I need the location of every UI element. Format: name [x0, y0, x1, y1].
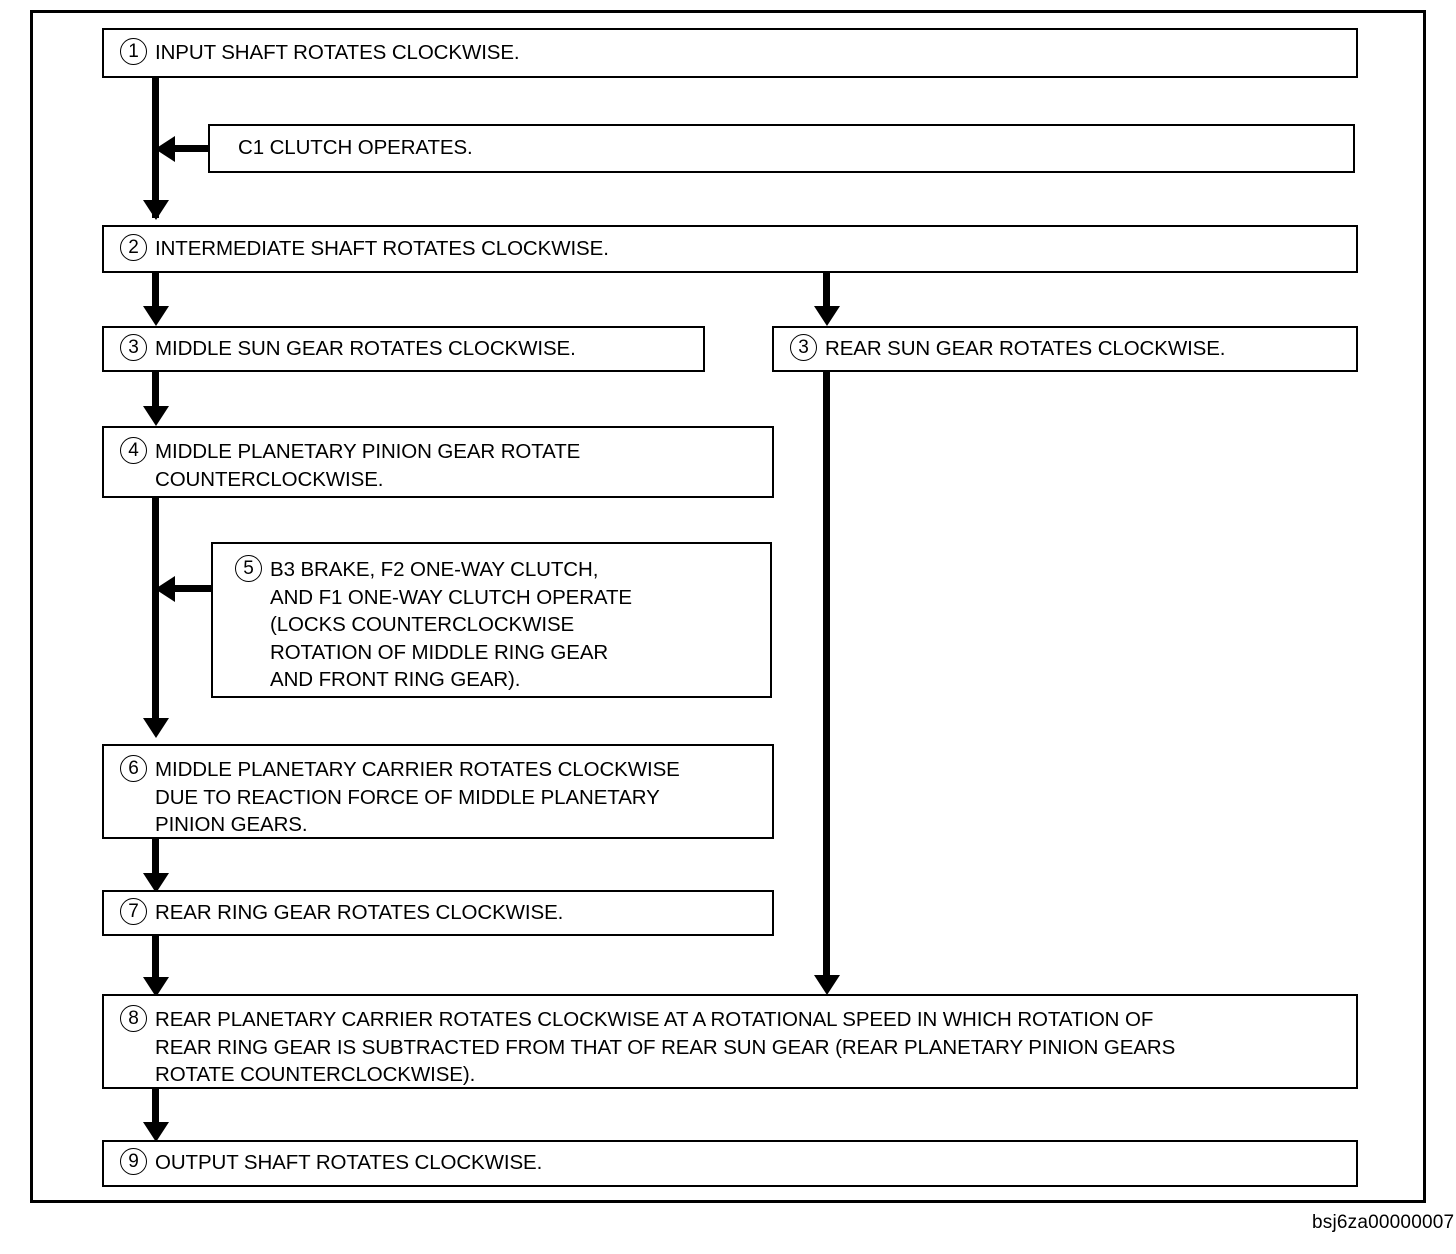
node-1-number: 1 [120, 38, 147, 65]
arrowhead-1-to-2 [142, 200, 169, 220]
node-6-middle-planetary-carrier[interactable]: 6 MIDDLE PLANETARY CARRIER ROTATES CLOCK… [102, 744, 774, 839]
connector-7-to-8 [152, 935, 159, 985]
node-c1-label: C1 CLUTCH OPERATES. [238, 136, 473, 159]
node-4-label: MIDDLE PLANETARY PINION GEAR ROTATE COUN… [155, 440, 581, 491]
node-3-rear-sun-gear[interactable]: 3 REAR SUN GEAR ROTATES CLOCKWISE. [772, 326, 1358, 372]
diagram-outer-frame [30, 10, 1426, 1203]
node-5-brake-clutch-operate[interactable]: 5 B3 BRAKE, F2 ONE-WAY CLUTCH, AND F1 ON… [211, 542, 772, 698]
arrowhead-2-to-3-rear [813, 306, 840, 326]
node-8-label: REAR PLANETARY CARRIER ROTATES CLOCKWISE… [155, 1008, 1176, 1086]
connector-8-to-9 [152, 1088, 159, 1130]
node-2-intermediate-shaft[interactable]: 2 INTERMEDIATE SHAFT ROTATES CLOCKWISE. [102, 225, 1358, 273]
node-7-number: 7 [120, 898, 147, 925]
arrowhead-4-to-6 [142, 718, 169, 738]
connector-2-to-3-rear [823, 272, 830, 312]
node-4-number: 4 [120, 437, 147, 464]
node-5-number: 5 [235, 555, 262, 582]
node-9-output-shaft[interactable]: 9 OUTPUT SHAFT ROTATES CLOCKWISE. [102, 1140, 1358, 1187]
connector-3-to-4 [152, 371, 159, 413]
node-3-rear-number: 3 [790, 334, 817, 361]
node-7-label: REAR RING GEAR ROTATES CLOCKWISE. [155, 901, 564, 924]
node-3-middle-number: 3 [120, 334, 147, 361]
arrowhead-c1-to-shaft [155, 135, 175, 162]
node-2-number: 2 [120, 234, 147, 261]
node-4-middle-planetary-pinion[interactable]: 4 MIDDLE PLANETARY PINION GEAR ROTATE CO… [102, 426, 774, 498]
arrowhead-7-to-8 [142, 977, 169, 997]
arrowhead-5-to-shaft [155, 575, 175, 602]
connector-3rear-to-8 [823, 371, 830, 979]
node-3-rear-label: REAR SUN GEAR ROTATES CLOCKWISE. [825, 337, 1226, 360]
node-9-number: 9 [120, 1148, 147, 1175]
node-3-middle-label: MIDDLE SUN GEAR ROTATES CLOCKWISE. [155, 337, 576, 360]
connector-6-to-7 [152, 838, 159, 880]
connector-2-to-3-middle [152, 272, 159, 312]
connector-5-to-shaft [170, 585, 215, 592]
connector-4-to-6 [152, 497, 159, 727]
arrowhead-6-to-7 [142, 873, 169, 893]
arrowhead-8-to-9 [142, 1122, 169, 1142]
document-code-label: bsj6za00000007 [1312, 1212, 1455, 1233]
node-8-number: 8 [120, 1005, 147, 1032]
arrowhead-3rear-to-8 [813, 975, 840, 995]
node-3-middle-sun-gear[interactable]: 3 MIDDLE SUN GEAR ROTATES CLOCKWISE. [102, 326, 705, 372]
connector-c1-to-shaft [170, 145, 212, 152]
node-c1-clutch[interactable]: C1 CLUTCH OPERATES. [208, 124, 1355, 173]
node-9-label: OUTPUT SHAFT ROTATES CLOCKWISE. [155, 1151, 543, 1174]
node-8-rear-planetary-carrier[interactable]: 8 REAR PLANETARY CARRIER ROTATES CLOCKWI… [102, 994, 1358, 1089]
node-1-input-shaft[interactable]: 1 INPUT SHAFT ROTATES CLOCKWISE. [102, 28, 1358, 78]
node-6-label: MIDDLE PLANETARY CARRIER ROTATES CLOCKWI… [155, 758, 680, 836]
node-2-label: INTERMEDIATE SHAFT ROTATES CLOCKWISE. [155, 237, 609, 260]
node-6-number: 6 [120, 755, 147, 782]
arrowhead-3-to-4 [142, 406, 169, 426]
node-1-label: INPUT SHAFT ROTATES CLOCKWISE. [155, 41, 520, 64]
arrowhead-2-to-3-middle [142, 306, 169, 326]
node-5-label: B3 BRAKE, F2 ONE-WAY CLUTCH, AND F1 ONE-… [270, 558, 632, 691]
node-7-rear-ring-gear[interactable]: 7 REAR RING GEAR ROTATES CLOCKWISE. [102, 890, 774, 936]
